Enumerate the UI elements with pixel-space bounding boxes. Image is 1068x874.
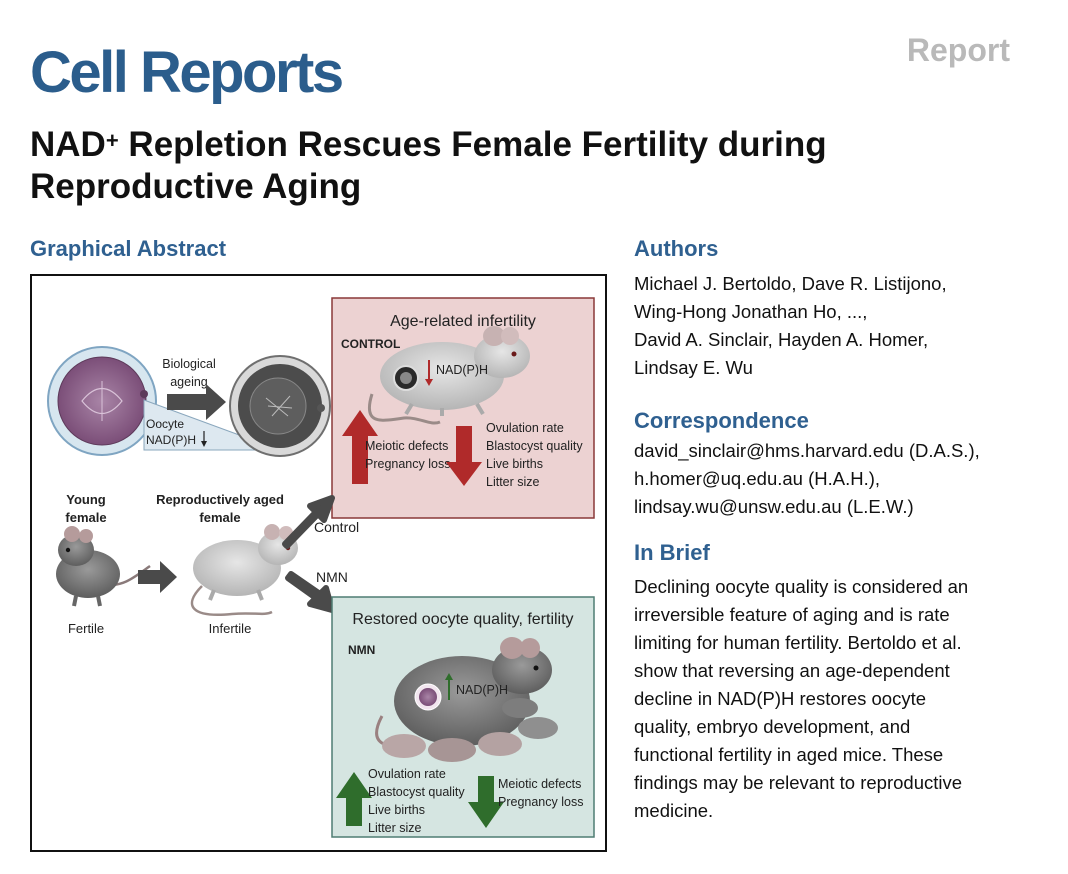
authors-list: Michael J. Bertoldo, Dave R. Listijono, … bbox=[634, 270, 1054, 382]
nmn-up-arrow-icon bbox=[336, 772, 372, 826]
authors-line: David A. Sinclair, Hayden A. Homer, bbox=[634, 329, 929, 350]
correspondence-list: david_sinclair@hms.harvard.edu (D.A.S.),… bbox=[634, 437, 1054, 521]
control-panel-label: CONTROL bbox=[341, 337, 400, 351]
control-aged-mouse-illustration bbox=[367, 326, 530, 425]
graphical-abstract-figure: Age-related infertility CONTROL NAD(P)H … bbox=[30, 274, 607, 852]
authors-line: Michael J. Bertoldo, Dave R. Listijono, bbox=[634, 273, 947, 294]
control-down-arrow-icon bbox=[446, 426, 482, 486]
in-brief-line: show that reversing an age-dependent bbox=[634, 660, 950, 681]
young-oocyte-illustration bbox=[47, 346, 157, 456]
authors-line: Lindsay E. Wu bbox=[634, 357, 753, 378]
nmn-up-item-2: Blastocyst quality bbox=[368, 785, 465, 799]
in-brief-line: findings may be relevant to reproductive bbox=[634, 772, 963, 793]
in-brief-text: Declining oocyte quality is considered a… bbox=[634, 573, 1024, 825]
authors-line: Wing-Hong Jonathan Ho, ..., bbox=[634, 301, 868, 322]
oocyte-label: Oocyte bbox=[146, 417, 184, 431]
young-female-label-1: Young bbox=[66, 492, 106, 507]
control-branch-label: Control bbox=[314, 519, 359, 535]
aged-oocyte-illustration bbox=[229, 355, 331, 457]
nmn-branch-label: NMN bbox=[316, 569, 348, 585]
in-brief-line: medicine. bbox=[634, 800, 714, 821]
control-down-item-3: Live births bbox=[486, 457, 543, 471]
control-panel-title: Age-related infertility bbox=[390, 313, 536, 330]
in-brief-line: limiting for human fertility. Bertoldo e… bbox=[634, 632, 962, 653]
control-branch-arrow-icon bbox=[282, 495, 335, 549]
correspondence-email[interactable]: david_sinclair@hms.harvard.edu (D.A.S.), bbox=[634, 440, 980, 461]
infertile-label: Infertile bbox=[209, 621, 252, 636]
graphical-abstract-heading: Graphical Abstract bbox=[30, 236, 227, 261]
title-superscript: + bbox=[105, 128, 119, 153]
biological-ageing-label-1: Biological bbox=[162, 357, 216, 371]
control-nadph-label: NAD(P)H bbox=[436, 363, 488, 377]
nmn-down-item-2: Pregnancy loss bbox=[498, 795, 583, 809]
control-up-item-2: Pregnancy loss bbox=[365, 457, 450, 471]
article-title: NAD+ Repletion Rescues Female Fertility … bbox=[30, 124, 1030, 208]
graphical-abstract-svg: Age-related infertility CONTROL NAD(P)H … bbox=[47, 297, 595, 838]
title-nad: NAD bbox=[30, 125, 106, 164]
article-type-label: Report bbox=[906, 32, 1010, 68]
in-brief-line: irreversible feature of aging and is rat… bbox=[634, 604, 950, 625]
ageing-arrow-icon bbox=[167, 384, 226, 420]
nmn-down-arrow-icon bbox=[468, 776, 504, 828]
title-rest: Repletion Rescues Female Fertility durin… bbox=[30, 125, 827, 206]
aged-female-label-1: Reproductively aged bbox=[156, 492, 284, 507]
control-panel-bg bbox=[331, 297, 595, 519]
control-up-item-1: Meiotic defects bbox=[365, 439, 448, 453]
nmn-branch-arrow-icon bbox=[285, 571, 335, 613]
correspondence-email[interactable]: lindsay.wu@unsw.edu.au (L.E.W.) bbox=[634, 496, 914, 517]
control-up-arrow-icon bbox=[342, 410, 378, 484]
in-brief-line: Declining oocyte quality is considered a… bbox=[634, 576, 969, 597]
young-female-label-2: female bbox=[65, 510, 106, 525]
in-brief-line: decline in NAD(P)H restores oocyte bbox=[634, 688, 926, 709]
aged-mouse-illustration bbox=[190, 524, 298, 616]
young-mouse-illustration bbox=[56, 526, 151, 607]
nmn-up-item-1: Ovulation rate bbox=[368, 767, 446, 781]
journal-logo: Cell Reports bbox=[30, 40, 344, 105]
control-down-item-1: Ovulation rate bbox=[486, 421, 564, 435]
fertile-label: Fertile bbox=[68, 621, 104, 636]
in-brief-line: functional fertility in aged mice. These bbox=[634, 744, 944, 765]
in-brief-line: quality, embryo development, and bbox=[634, 716, 911, 737]
nmn-mother-and-pups-illustration bbox=[375, 637, 558, 762]
control-down-item-4: Litter size bbox=[486, 475, 540, 489]
nmn-up-item-4: Litter size bbox=[368, 821, 422, 835]
nmn-down-item-1: Meiotic defects bbox=[498, 777, 581, 791]
correspondence-email[interactable]: h.homer@uq.edu.au (H.A.H.), bbox=[634, 468, 881, 489]
nmn-up-item-3: Live births bbox=[368, 803, 425, 817]
in-brief-heading: In Brief bbox=[634, 540, 710, 565]
oocyte-nadph-label: NAD(P)H bbox=[146, 433, 196, 447]
control-down-item-2: Blastocyst quality bbox=[486, 439, 583, 453]
nmn-nadph-label: NAD(P)H bbox=[456, 683, 508, 697]
nmn-panel-label: NMN bbox=[348, 643, 375, 657]
nmn-panel-title: Restored oocyte quality, fertility bbox=[352, 611, 573, 628]
correspondence-heading: Correspondence bbox=[634, 408, 809, 433]
aged-female-label-2: female bbox=[199, 510, 240, 525]
authors-heading: Authors bbox=[634, 236, 719, 261]
biological-ageing-label-2: ageing bbox=[170, 375, 208, 389]
young-to-aged-arrow-icon bbox=[138, 561, 177, 593]
